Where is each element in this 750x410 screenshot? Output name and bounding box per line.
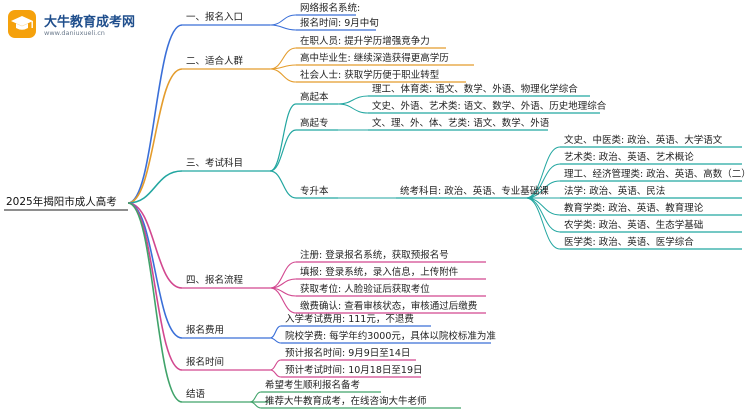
branch-target-groups: 二、适合人群 — [186, 56, 244, 67]
branch-timeline: 报名时间 — [186, 357, 225, 368]
node-gaoqizhuan: 高起专 — [300, 118, 329, 129]
branch-registration-process: 四、报名流程 — [186, 275, 244, 286]
node-zsb-education: 教育学类: 政治、英语、教育理论 — [564, 203, 704, 214]
branch-connector — [127, 68, 183, 204]
node-step-payment: 缴费确认: 查看审核状态，审核通过后缴费 — [300, 301, 478, 312]
node-est-exam: 预计考试时间: 10月18日至19日 — [285, 365, 423, 376]
connector-line — [269, 64, 297, 70]
connector-line — [249, 391, 262, 403]
branch-connector — [127, 170, 183, 204]
node-gqb-arts: 文史、外语、艺术类: 语文、数学、外语、历史地理综合 — [372, 101, 607, 112]
node-high-school-grads: 高中毕业生: 继续深造获得更高学历 — [300, 53, 449, 64]
connector-line — [269, 359, 282, 371]
connector-line — [269, 369, 282, 378]
node-step-register: 注册: 登录报名系统，获取预报名号 — [300, 250, 449, 261]
connector-line — [337, 103, 369, 114]
branch-connector — [127, 202, 183, 371]
node-employees: 在职人员: 提升学历增强竞争力 — [300, 36, 430, 47]
node-recommend: 推荐大牛教育成考，在线咨询大牛老师 — [265, 396, 427, 407]
connector-line — [269, 170, 297, 199]
node-zhuanshengben: 专升本 — [300, 186, 329, 197]
connector-line — [269, 24, 297, 31]
node-gqz-subjects: 文、理、外、体、艺类: 语文、数学、外语 — [372, 118, 550, 129]
logo-subtitle: www.daniuxueli.cn — [44, 29, 105, 37]
node-online-system: 网络报名系统: — [300, 3, 361, 14]
node-zsb-law: 法学: 政治、英语、民法 — [564, 186, 666, 197]
node-step-fill: 填报: 登录系统，录入信息，上传附件 — [300, 267, 459, 278]
node-social-learners: 社会人士: 获取学历便于职业转型 — [300, 70, 440, 81]
node-tuition: 院校学费: 每学年约3000元，具体以院校标准为准 — [285, 331, 496, 342]
node-exam-fee: 入学考试费用: 111元，不退费 — [285, 314, 414, 325]
root-topic: 2025年揭阳市成人高考 — [6, 196, 117, 208]
connector-line — [269, 325, 282, 339]
connector-line — [269, 14, 297, 26]
node-est-registration: 预计报名时间: 9月9日至14日 — [285, 348, 411, 359]
branch-connector — [127, 202, 183, 289]
branch-registration-entry: 一、报名入口 — [186, 12, 244, 23]
branch-connector — [127, 24, 183, 204]
node-zsb-wenshi: 文史、中医类: 政治、英语、大学语文 — [564, 135, 723, 146]
connector-line — [269, 287, 297, 314]
node-zsb-unified: 统考科目: 政治、英语、专业基础课 — [400, 186, 549, 197]
connector-line — [337, 95, 369, 105]
connector-line — [525, 197, 561, 233]
node-good-luck: 希望考生顺利报名备考 — [265, 380, 361, 391]
site-logo: 大牛教育成考网 www.daniuxueli.cn — [6, 8, 196, 48]
node-zsb-art: 艺术类: 政治、英语、艺术概论 — [564, 152, 694, 163]
branch-fees: 报名费用 — [186, 325, 225, 336]
node-gqb-science: 理工、体育类: 语文、数学、外语、物理化学综合 — [372, 84, 578, 95]
connector-line — [269, 129, 297, 172]
node-zsb-agriculture: 农学类: 政治、英语、生态学基础 — [564, 220, 704, 231]
connector-line — [525, 197, 561, 216]
node-gaoqiben: 高起本 — [300, 92, 329, 103]
node-registration-time: 报名时间: 9月中旬 — [300, 18, 379, 29]
branch-connector — [127, 202, 183, 339]
logo-title: 大牛教育成考网 — [44, 15, 136, 30]
node-zsb-medicine: 医学类: 政治、英语、医学综合 — [564, 237, 694, 248]
connector-line — [269, 68, 297, 83]
connector-line — [269, 47, 297, 70]
graduation-cap-icon — [8, 10, 36, 38]
branch-exam-subjects: 三、考试科目 — [186, 158, 244, 169]
connector-line — [525, 197, 561, 250]
connector-line — [269, 103, 297, 172]
branch-connector — [127, 202, 183, 403]
branch-conclusion: 结语 — [186, 389, 206, 400]
connector-line — [269, 337, 282, 344]
node-zsb-science-econ: 理工、经济管理类: 政治、英语、高数（二） — [564, 169, 750, 180]
connector-line — [249, 401, 262, 409]
connector-line — [525, 163, 561, 199]
node-step-seat: 获取考位: 人脸验证后获取考位 — [300, 284, 430, 295]
